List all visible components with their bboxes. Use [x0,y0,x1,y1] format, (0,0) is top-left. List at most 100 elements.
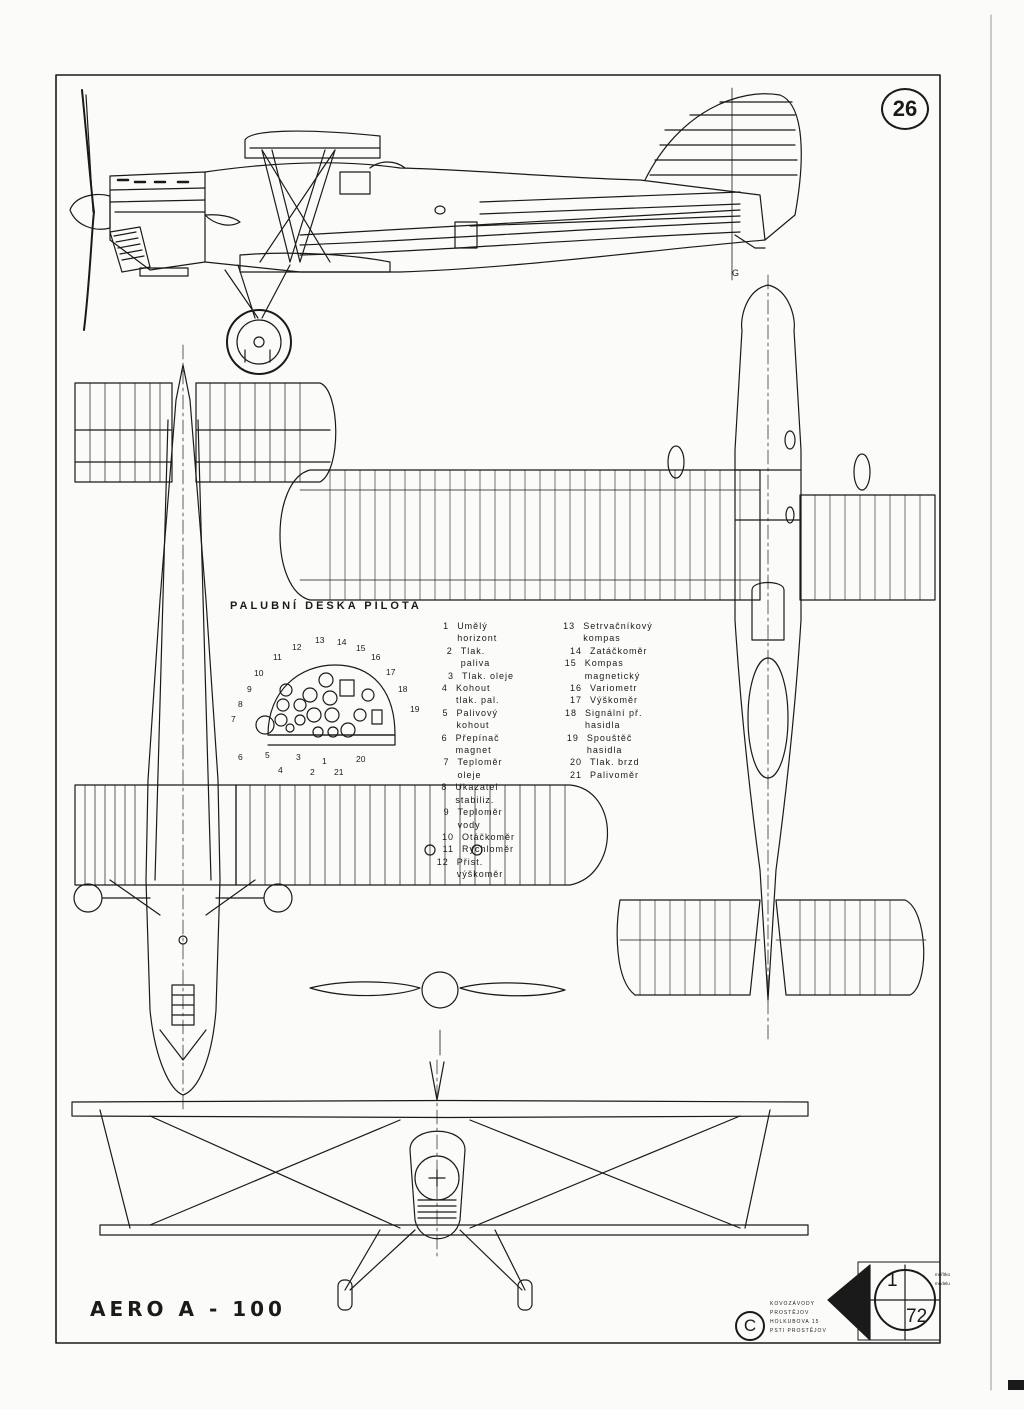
legend-label: Rychloměr [462,844,515,855]
legend-label: Přepínač magnet [455,732,500,756]
callout-15: 15 [356,643,366,653]
callout-20: 20 [356,754,366,764]
legend-num: 16 [569,683,582,694]
legend-num: 17 [569,695,582,706]
legend-label: Umělý horizont [457,621,498,644]
legend-item: 10 Otáčkoměr [432,831,515,843]
callout-16: 16 [371,652,381,662]
callout-1: 1 [322,756,327,766]
legend-item: 2 Tlak. paliva [432,645,515,670]
legend-num: 19 [566,732,579,743]
legend-label: Teploměr vody [457,807,503,830]
legend-item: 7 Teploměr oleje [432,756,515,781]
instrument-panel-title: PALUBNÍ DESKA PILOTA [230,600,422,612]
page-number: 26 [881,88,929,130]
legend-item: 14 Zatáčkoměr [560,645,660,657]
legend-num: 4 [441,683,448,694]
legend-num: 15 [564,658,577,669]
copyright-mark: C [735,1311,765,1341]
legend-num: 7 [443,757,450,768]
legend-item: 18 Signální př. hasidla [560,707,660,732]
propeller-plan [309,971,566,1056]
legend-label: Kompas magnetický [584,658,641,681]
legend-label: Setrvačníkový kompas [583,621,653,644]
callout-8: 8 [238,699,243,709]
legend-column-right: 13 Setrvačníkový kompas 14 Zatáčkoměr 15 Ko… [560,620,660,781]
legend-column-left: 1 Umělý horizont 2 Tlak. paliva 3 Tlak. ole… [432,620,515,881]
legend-num: 1 [443,621,450,631]
legend-num: 18 [564,707,577,718]
legend-item: 12 Přist. výškoměr [432,856,515,881]
callout-2: 2 [310,767,315,777]
legend-label: Tlak. oleje [462,670,515,681]
legend-label: Zatáčkoměr [590,645,648,656]
legend-label: Spouštěč hasidla [586,732,633,756]
callout-17: 17 [386,667,396,677]
callout-3: 3 [296,752,301,762]
callout-9: 9 [247,684,252,694]
underside-view [279,274,936,1041]
callout-18: 18 [398,684,408,694]
legend-item: 17 Výškoměr [560,694,660,706]
legend-item: 16 Variometr [560,682,660,694]
legend-num: 21 [569,769,582,780]
legend-item: 13 Setrvačníkový kompas [560,620,660,645]
callout-7: 7 [231,714,236,724]
legend-num: 10 [441,831,454,842]
aircraft-title: AERO A - 100 [90,1297,286,1321]
callout-14: 14 [337,637,347,647]
legend-label: Variometr [590,683,638,694]
legend-label: Palivový kohout [456,707,499,731]
callout-6: 6 [238,752,243,762]
plan-view [73,344,609,1111]
legend-label: Přist. výškoměr [456,856,504,880]
legend-item: 15 Kompas magnetický [560,657,660,682]
publisher-line: HOLKUBOVA 15 [770,1319,820,1325]
instrument-panel-drawing [255,664,396,746]
legend-item: 11 Rychloměr [432,843,515,855]
scale-note-line: meřítko [935,1272,951,1277]
legend-item: 5 Palivový kohout [432,707,515,732]
scale-note: meřítko modelu [935,1270,950,1288]
front-view [71,1059,809,1311]
legend-num: 2 [446,645,453,656]
legend-item: 19 Spouštěč hasidla [560,732,660,757]
legend-label: Signální př. hasidla [584,707,643,731]
legend-label: Teploměr oleje [457,757,503,780]
scale-numerator: 1 [887,1270,898,1291]
scale-denominator: 72 [906,1306,928,1327]
legend-num: 8 [441,782,448,793]
callout-5: 5 [265,750,270,760]
callout-13: 13 [315,635,325,645]
publisher-line: PROSTĚJOV [770,1310,810,1316]
legend-num: 12 [436,856,449,867]
legend-num: 13 [563,621,576,631]
sheet-border [55,74,941,1344]
publisher-line: KOVOZÁVODY [770,1301,816,1307]
scale-badge [827,1261,941,1341]
legend-label: Otáčkoměr [462,831,516,842]
view-label: G [732,268,740,278]
publisher-imprint: KOVOZÁVODY PROSTĚJOV HOLKUBOVA 15 PSTI P… [770,1300,827,1336]
legend-num: 11 [442,844,454,855]
legend-label: Výškoměr [590,695,639,706]
legend-num: 3 [447,670,454,681]
legend-num: 14 [569,645,582,656]
callout-21: 21 [334,767,344,777]
callout-11: 11 [273,652,282,662]
side-view [69,87,802,375]
legend-item: 3 Tlak. oleje [432,670,515,682]
callout-12: 12 [292,642,302,652]
callout-19: 19 [410,704,420,714]
legend-label: Tlak. paliva [460,645,491,669]
legend-item: 1 Umělý horizont [432,620,515,645]
legend-num: 5 [442,707,449,718]
legend-label: Tlak. brzd [590,757,640,768]
